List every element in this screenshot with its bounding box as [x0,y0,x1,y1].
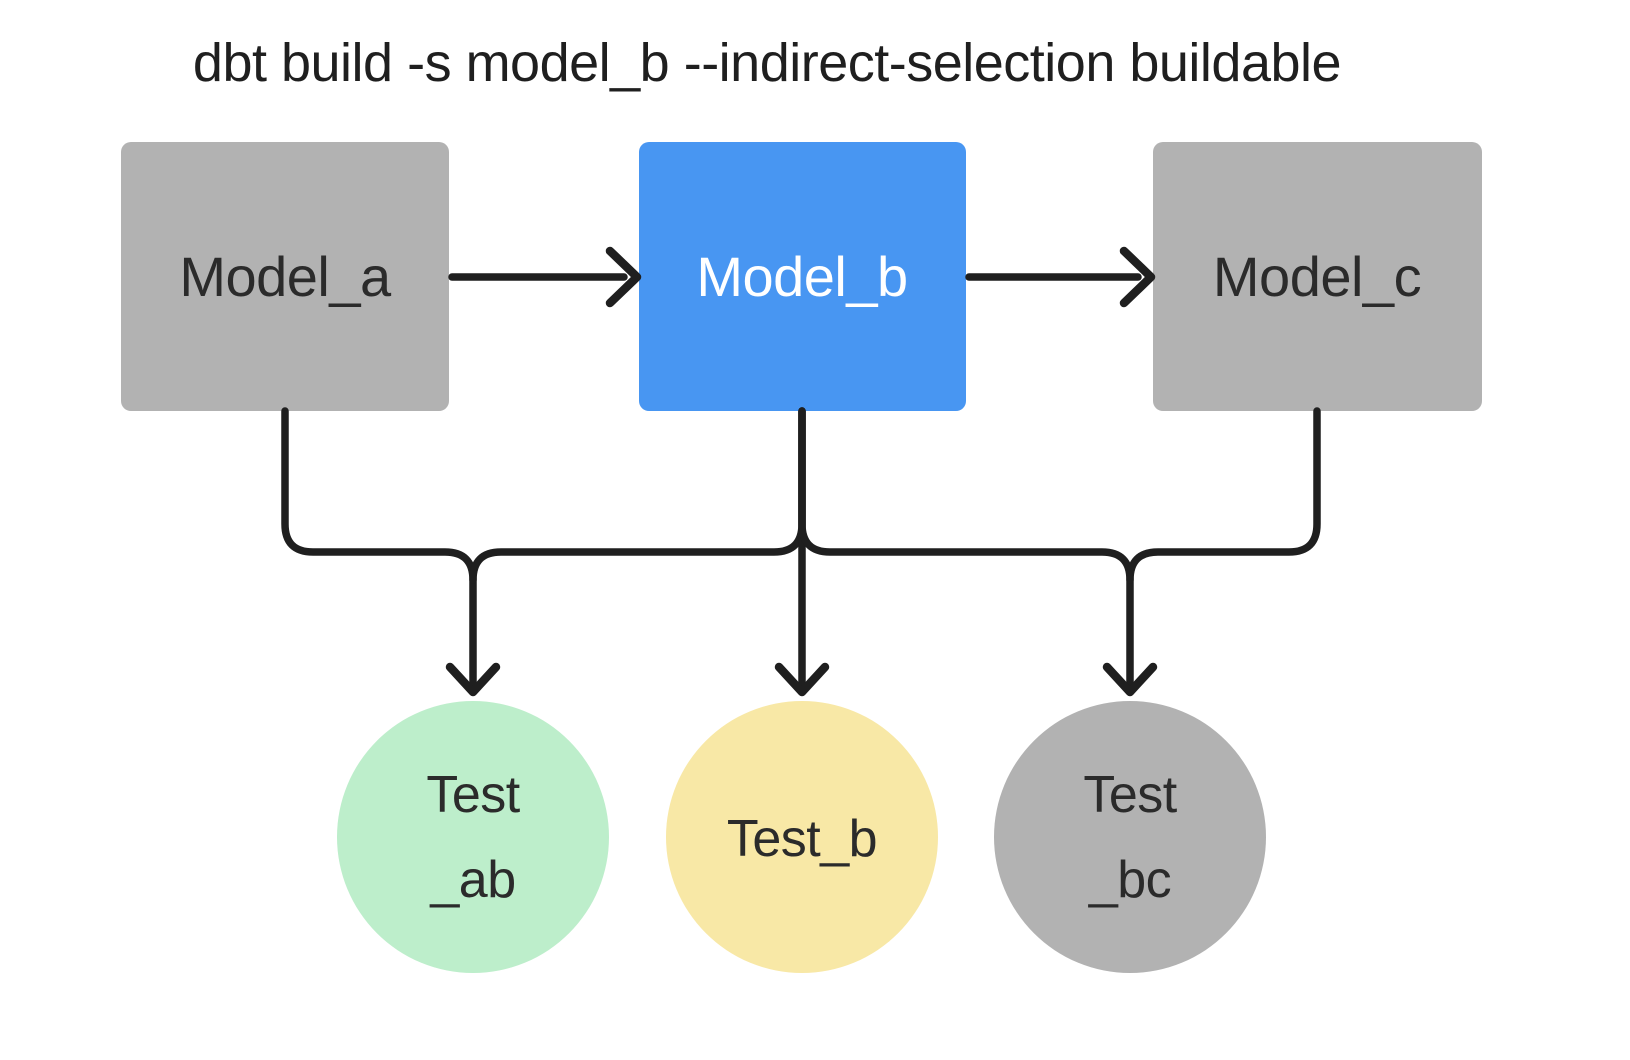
model-b-box [639,142,966,411]
edge-model-a-to-test-ab [281,407,477,692]
edge-model-b-to-test-bc [798,407,1134,692]
edge-model-b-to-model-c [965,246,1156,308]
down-arrowhead-test-bc-icon [1102,662,1158,697]
test-bc-node: Test _bc [994,701,1266,973]
test-b-circle [666,701,938,973]
test-bc-circle [994,701,1266,973]
test-bc-label-line1: Test [1083,766,1177,824]
test-ab-circle [337,701,609,973]
edge-model-c-to-test-bc [1126,407,1321,584]
edge-model-b-to-test-ab [469,407,806,584]
down-arrowhead-test-ab-icon [445,662,501,697]
test-ab-node: Test _ab [337,701,609,973]
model-a-node: Model_a [121,142,449,411]
model-c-box [1153,142,1482,411]
model-b-node: Model_b [639,142,966,411]
model-c-label: Model_c [1213,245,1421,308]
edge-model-a-to-model-b [448,246,642,308]
test-b-label: Test_b [727,810,877,868]
right-arrowhead-icon [605,246,642,308]
test-bc-label-line2: _bc [1088,851,1171,909]
model-a-box [121,142,449,411]
right-arrowhead-icon [1119,246,1156,308]
diagram-title: dbt build -s model_b --indirect-selectio… [193,33,1341,93]
model-c-node: Model_c [1153,142,1482,411]
test-ab-label-line2: _ab [429,851,515,909]
test-b-node: Test_b [666,701,938,973]
down-arrowhead-test-b-icon [774,662,830,697]
model-b-label: Model_b [696,245,907,308]
test-ab-label-line1: Test [426,766,520,824]
model-a-label: Model_a [179,245,392,308]
